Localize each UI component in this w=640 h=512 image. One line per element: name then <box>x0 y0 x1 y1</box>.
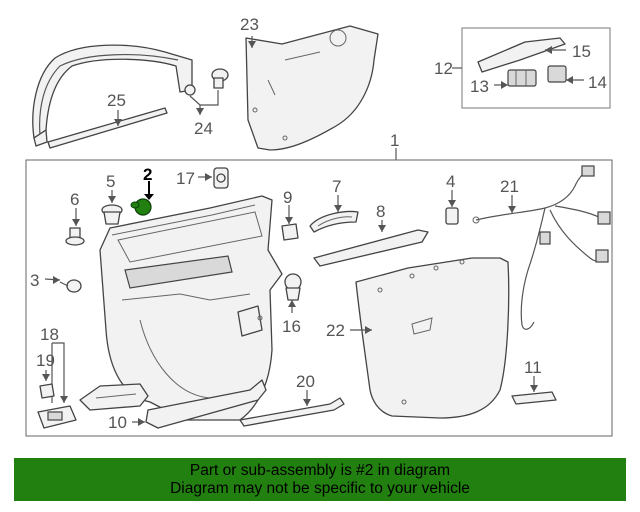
callout-8: 8 <box>376 202 385 221</box>
callout-17: 17 <box>176 169 195 188</box>
callout-19: 19 <box>36 351 55 370</box>
part-6-clip <box>65 227 85 246</box>
notice-line-2: Diagram may not be specific to your vehi… <box>170 480 470 497</box>
part-3-retainer <box>59 279 82 293</box>
callout-2: 2 <box>143 165 152 184</box>
callout-18: 18 <box>40 325 59 344</box>
part-11-reflector <box>511 391 557 405</box>
callout-25: 25 <box>107 91 126 110</box>
part-23-deflector <box>245 25 379 151</box>
part-16-grommet <box>284 273 302 301</box>
leader-2-arrowhead <box>144 194 154 200</box>
part-9-bracket <box>281 223 299 241</box>
part-18-switch-assembly <box>37 405 77 429</box>
part-22-water-shield <box>355 257 510 419</box>
callout-5: 5 <box>106 172 115 191</box>
callout-13: 13 <box>470 77 489 96</box>
callout-6: 6 <box>70 190 79 209</box>
part-8-trim-strip <box>313 229 429 267</box>
part-15-switch-bezel <box>477 37 566 73</box>
part-4-plug <box>445 207 459 225</box>
callout-21: 21 <box>500 177 519 196</box>
callout-4: 4 <box>446 172 455 191</box>
armrest-pad <box>145 379 267 429</box>
callout-23: 23 <box>240 15 259 34</box>
part-7-inside-handle <box>309 210 359 233</box>
part-5-fastener <box>101 204 123 225</box>
callout-22: 22 <box>326 321 345 340</box>
part-24-clips <box>184 68 229 96</box>
callout-20: 20 <box>296 372 315 391</box>
callout-3: 3 <box>30 271 39 290</box>
callout-11: 11 <box>524 358 542 377</box>
notice-banner: Part or sub-assembly is #2 in diagram Di… <box>14 458 626 501</box>
part-21-wiring-harness <box>472 165 611 330</box>
callout-9: 9 <box>283 188 292 207</box>
door-trim-panel <box>99 195 283 421</box>
callout-24: 24 <box>194 119 213 138</box>
callout-1: 1 <box>390 131 399 150</box>
part-14-switch <box>547 65 567 83</box>
callout-10: 10 <box>108 413 127 432</box>
part-17-clip <box>213 167 229 189</box>
part-13-window-switch <box>507 69 537 87</box>
leader-arrowheads <box>42 41 573 426</box>
door-trim-parts-diagram: 23 12 15 13 14 25 24 1 2 5 17 9 7 4 21 6… <box>25 15 613 437</box>
callout-7: 7 <box>332 177 341 196</box>
part-2-pushpin-highlighted <box>130 198 152 216</box>
callout-12: 12 <box>434 59 453 78</box>
part-20-trim-strip <box>239 397 345 427</box>
part-10-armrest-bezel <box>79 383 149 411</box>
callout-14: 14 <box>588 73 607 92</box>
notice-line-1: Part or sub-assembly is #2 in diagram <box>189 462 451 479</box>
callout-16: 16 <box>282 317 301 336</box>
part-1-frame <box>25 159 613 437</box>
part-19-bulb <box>39 383 55 399</box>
callout-15: 15 <box>572 42 591 61</box>
